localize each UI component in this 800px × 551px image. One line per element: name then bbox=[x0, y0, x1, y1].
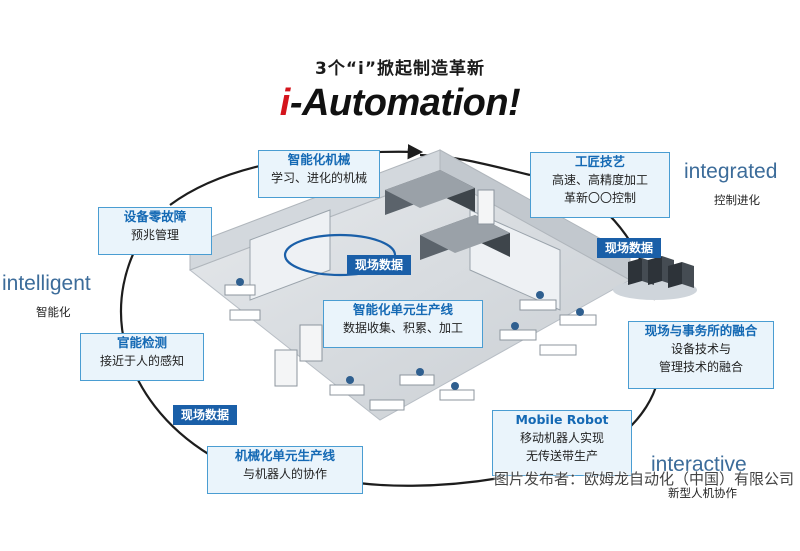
keyword-integrated: integrated bbox=[684, 160, 778, 183]
headline: 3个“i”掀起制造革新 bbox=[314, 59, 485, 79]
box-title: 工匠技艺 bbox=[574, 154, 625, 169]
box-desc: 设备技术与 bbox=[670, 342, 731, 356]
box-mechanized-cell-line: 机械化单元生产线 与机器人的协作 bbox=[207, 446, 363, 494]
box-desc-2: 革新〇〇控制 bbox=[563, 191, 636, 205]
box-desc: 移动机器人实现 bbox=[519, 431, 604, 445]
box-site-office-fusion: 现场与事务所的融合 设备技术与 管理技术的融合 bbox=[628, 321, 774, 389]
tag-field-data-right: 现场数据 bbox=[597, 238, 662, 258]
box-title: 官能检测 bbox=[116, 335, 167, 350]
box-title: Mobile Robot bbox=[515, 412, 609, 427]
box-craftsmanship: 工匠技艺 高速、高精度加工 革新〇〇控制 bbox=[530, 152, 670, 218]
box-zero-failure: 设备零故障 预兆管理 bbox=[98, 207, 212, 255]
keyword-interactive-sub: 新型人机协作 bbox=[668, 486, 737, 500]
keyword-interactive: interactive bbox=[651, 453, 747, 476]
tag-field-data-left: 现场数据 bbox=[173, 405, 238, 425]
server-rack-icon bbox=[613, 256, 697, 300]
keyword-intelligent: intelligent bbox=[2, 272, 91, 295]
cycle-arrow-bottom bbox=[336, 474, 501, 490]
box-title: 设备零故障 bbox=[123, 209, 187, 224]
box-title: 机械化单元生产线 bbox=[234, 448, 335, 463]
box-smart-machine: 智能化机械 学习、进化的机械 bbox=[258, 150, 380, 198]
box-desc: 数据收集、积累、加工 bbox=[342, 321, 463, 335]
box-title: 现场与事务所的融合 bbox=[644, 323, 758, 338]
box-desc: 高速、高精度加工 bbox=[551, 173, 648, 187]
logo-prefix: i bbox=[279, 82, 291, 124]
image-credit: 图片发布者：欧姆龙自动化（中国）有限公司 bbox=[493, 470, 794, 488]
box-desc-2: 无传送带生产 bbox=[525, 449, 598, 463]
keyword-integrated-sub: 控制进化 bbox=[714, 193, 760, 207]
box-desc: 预兆管理 bbox=[130, 228, 179, 242]
box-sensory-inspection: 官能检测 接近于人的感知 bbox=[80, 333, 204, 381]
box-desc-2: 管理技术的融合 bbox=[658, 360, 743, 374]
box-title: 智能化机械 bbox=[287, 152, 351, 167]
tag-field-data-center: 现场数据 bbox=[347, 255, 412, 275]
box-desc: 学习、进化的机械 bbox=[270, 171, 367, 185]
box-mobile-robot: Mobile Robot 移动机器人实现 无传送带生产 bbox=[492, 410, 632, 476]
logo-rest: -Automation! bbox=[289, 82, 521, 124]
box-desc: 与机器人的协作 bbox=[242, 467, 327, 481]
i-automation-logo: i-Automation! bbox=[0, 82, 800, 125]
box-title: 智能化单元生产线 bbox=[352, 302, 453, 317]
box-desc: 接近于人的感知 bbox=[99, 354, 184, 368]
box-smart-cell-line: 智能化单元生产线 数据收集、积累、加工 bbox=[323, 300, 483, 348]
keyword-intelligent-sub: 智能化 bbox=[36, 305, 71, 319]
